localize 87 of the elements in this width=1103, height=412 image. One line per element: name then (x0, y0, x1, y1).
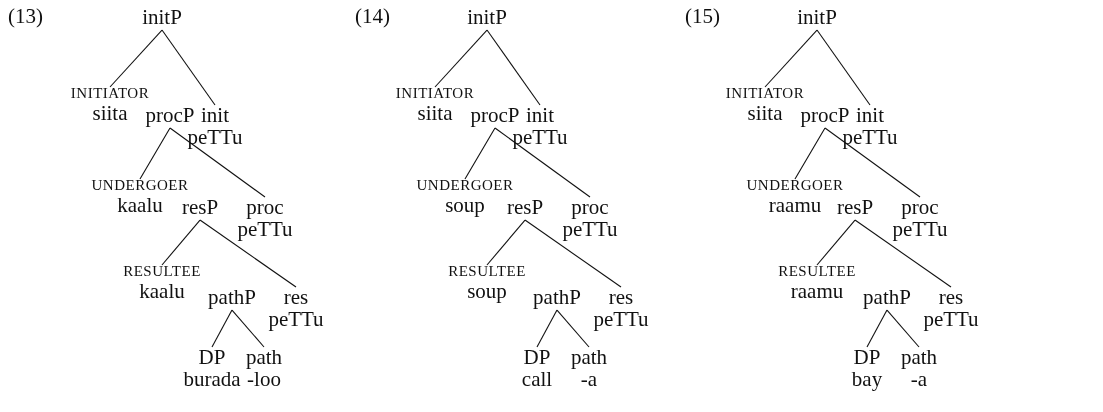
category-label: procP (470, 104, 520, 127)
category-label: init (201, 104, 229, 127)
lexical-item: siita (92, 101, 128, 124)
lexical-item: -a (580, 368, 598, 391)
tree-branch (464, 127, 496, 180)
tree-branch (886, 309, 920, 348)
role-label: INITIATOR (395, 86, 475, 102)
category-label: path (570, 346, 608, 369)
category-label: DP (853, 346, 881, 369)
category-label: res (608, 286, 634, 309)
tree-branch (854, 219, 952, 288)
tree-branch (169, 127, 266, 198)
category-label: proc (571, 196, 609, 219)
example-number: (15) (685, 4, 720, 29)
lexical-item: peTTu (593, 308, 649, 331)
tree-branch (486, 219, 526, 266)
lexical-item: peTTu (892, 218, 948, 241)
category-label: pathP (863, 286, 911, 309)
tree-branch (109, 29, 163, 88)
lexical-item: kaalu (117, 193, 163, 216)
tree-branch (231, 309, 265, 348)
category-label: res (283, 286, 309, 309)
example-number: (13) (8, 4, 43, 29)
lexical-item: siita (417, 101, 453, 124)
tree-branch (199, 219, 297, 288)
lexical-item: peTTu (237, 218, 293, 241)
lexical-item: peTTu (268, 308, 324, 331)
lexical-item: soup (445, 193, 485, 216)
category-label: resP (506, 196, 544, 219)
lexical-item: siita (747, 101, 783, 124)
lexical-item: peTTu (562, 218, 618, 241)
tree-branch (556, 309, 590, 348)
lexical-item: bay (851, 368, 883, 391)
category-label: proc (246, 196, 284, 219)
category-label: initP (467, 6, 507, 29)
role-label: RESULTEE (448, 264, 526, 280)
role-label: INITIATOR (725, 86, 805, 102)
tree-branch (486, 29, 541, 106)
tree-branch (536, 309, 558, 348)
lexical-item: peTTu (923, 308, 979, 331)
tree-branch (794, 127, 826, 180)
category-label: DP (198, 346, 226, 369)
tree-branch (494, 127, 591, 198)
tree-branch (816, 29, 871, 106)
lexical-item: burada (183, 368, 241, 391)
lexical-item: peTTu (512, 126, 568, 149)
tree-branch (764, 29, 818, 88)
tree-branch (866, 309, 888, 348)
category-label: res (938, 286, 964, 309)
category-label: initP (142, 6, 182, 29)
lexical-item: raamu (768, 193, 822, 216)
lexical-item: soup (467, 279, 507, 302)
category-label: path (245, 346, 283, 369)
tree-branch (161, 219, 201, 266)
lexical-item: kaalu (139, 279, 185, 302)
example-number: (14) (355, 4, 390, 29)
category-label: resP (181, 196, 219, 219)
role-label: INITIATOR (70, 86, 150, 102)
tree-branch (434, 29, 488, 88)
lexical-item: raamu (790, 279, 844, 302)
lexical-item: peTTu (842, 126, 898, 149)
lexical-item: -a (910, 368, 928, 391)
tree-branch (824, 127, 921, 198)
tree-branch (161, 29, 216, 106)
lexical-item: -loo (247, 368, 281, 391)
category-label: init (856, 104, 884, 127)
tree-branch (524, 219, 622, 288)
role-label: UNDERGOER (416, 178, 514, 194)
category-label: initP (797, 6, 837, 29)
category-label: procP (800, 104, 850, 127)
tree-branch (816, 219, 856, 266)
category-label: path (900, 346, 938, 369)
lexical-item: peTTu (187, 126, 243, 149)
role-label: RESULTEE (778, 264, 856, 280)
role-label: RESULTEE (123, 264, 201, 280)
category-label: DP (523, 346, 551, 369)
tree-branch (211, 309, 233, 348)
category-label: pathP (208, 286, 256, 309)
role-label: UNDERGOER (91, 178, 189, 194)
category-label: proc (901, 196, 939, 219)
role-label: UNDERGOER (746, 178, 844, 194)
lexical-item: call (521, 368, 553, 391)
tree-branch (139, 127, 171, 180)
category-label: pathP (533, 286, 581, 309)
category-label: init (526, 104, 554, 127)
category-label: resP (836, 196, 874, 219)
category-label: procP (145, 104, 195, 127)
